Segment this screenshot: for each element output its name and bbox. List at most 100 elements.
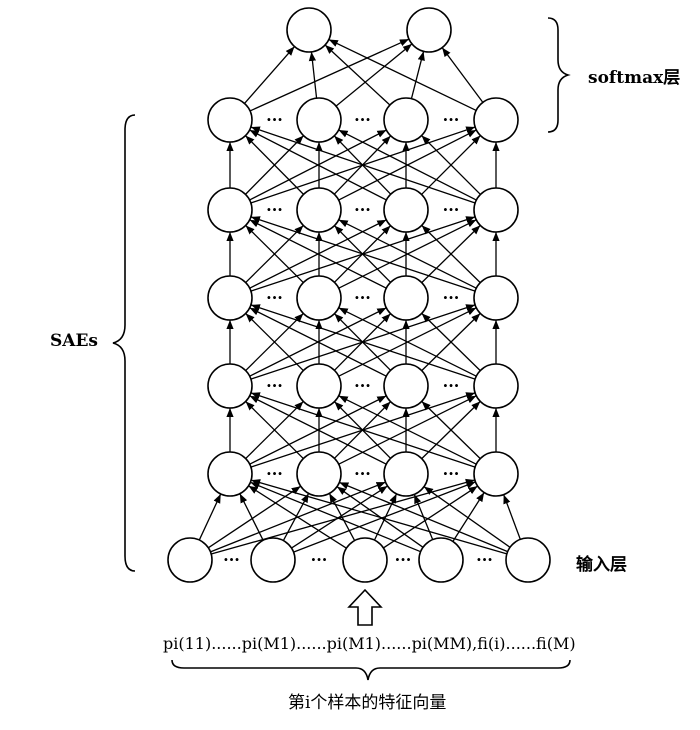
- connection-arrow: [282, 493, 310, 541]
- hidden-3-neuron: [207, 275, 253, 321]
- hidden-5-neuron: [383, 97, 429, 143]
- hidden-3-neuron: [473, 275, 519, 321]
- connection-arrow: [373, 493, 398, 541]
- hidden-4-neuron: [383, 187, 429, 233]
- neurons: [167, 7, 551, 583]
- ellipsis-dots: ···: [354, 288, 371, 307]
- ellipsis-dots: ···: [443, 200, 460, 219]
- connection-arrow: [244, 46, 295, 104]
- connection-arrow: [452, 492, 485, 542]
- ellipsis-dots: ···: [443, 464, 460, 483]
- connection-arrow: [250, 304, 476, 380]
- connection-arrow: [421, 224, 481, 284]
- ellipsis-dots: ···: [266, 288, 283, 307]
- connection-arrow: [249, 38, 410, 112]
- hidden-1-neuron: [473, 451, 519, 497]
- connection-arrow: [339, 481, 508, 553]
- connection-arrow: [423, 486, 511, 548]
- input-neuron: [418, 537, 464, 583]
- hidden-1-neuron: [383, 451, 429, 497]
- input-neuron: [250, 537, 296, 583]
- ellipsis-dots: ···: [354, 376, 371, 395]
- connection-arrow: [250, 479, 508, 555]
- connection-arrow: [441, 47, 484, 103]
- connection-arrow: [249, 307, 387, 377]
- connection-arrow: [239, 493, 264, 541]
- connection-arrow: [324, 44, 391, 106]
- ellipsis-dots: ···: [354, 110, 371, 129]
- ellipsis-dots: ···: [354, 464, 371, 483]
- hidden-4-neuron: [207, 187, 253, 233]
- connection-arrow: [421, 400, 481, 460]
- connection-arrow: [250, 216, 476, 292]
- connection-arrow: [245, 135, 304, 195]
- connection-arrow: [250, 126, 476, 204]
- output-neuron: [406, 7, 452, 53]
- connection-arrow: [410, 51, 425, 99]
- input-neuron: [167, 537, 213, 583]
- feature-sequence: pi(11)......pi(M1)......pi(M1)......pi(M…: [163, 634, 576, 653]
- connection-arrow: [328, 493, 356, 541]
- hidden-3-neuron: [383, 275, 429, 321]
- connection-arrow: [249, 129, 387, 201]
- input-layer-label: 输入层: [576, 555, 627, 575]
- hidden-1-neuron: [207, 451, 253, 497]
- ellipses: ··· ··· ··· ··· ··· ··· ··· ··· ··· ··· ··· ··· ··· ·…: [223, 110, 493, 569]
- connection-arrow: [293, 481, 476, 553]
- connection-arrow: [245, 313, 304, 371]
- hidden-2-neuron: [383, 363, 429, 409]
- connection-arrow: [207, 485, 302, 549]
- connection-arrow: [338, 129, 477, 201]
- ellipsis-dots: ···: [223, 550, 240, 569]
- ellipsis-dots: ···: [311, 550, 328, 569]
- ellipsis-dots: ···: [395, 550, 412, 569]
- ellipsis-dots: ···: [354, 200, 371, 219]
- connection-arrow: [503, 494, 521, 540]
- hidden-4-neuron: [296, 187, 342, 233]
- softmax-layer-label: softmax层: [588, 68, 681, 88]
- ellipsis-dots: ···: [266, 464, 283, 483]
- softmax-brace: [547, 17, 571, 133]
- hidden-4-neuron: [473, 187, 519, 233]
- ellipsis-dots: ···: [476, 550, 493, 569]
- hidden-5-neuron: [207, 97, 253, 143]
- hidden-1-neuron: [296, 451, 342, 497]
- hidden-2-neuron: [207, 363, 253, 409]
- saes-brace: [112, 114, 136, 572]
- connection-arrow: [245, 225, 304, 283]
- feature-vector-caption: 第i个样本的特征向量: [288, 693, 447, 713]
- hidden-5-neuron: [296, 97, 342, 143]
- connection-arrow: [308, 51, 318, 99]
- connection-arrow: [250, 481, 421, 553]
- feature-brace: [171, 659, 571, 681]
- connection-arrow: [338, 395, 477, 465]
- connection-arrow: [338, 307, 477, 377]
- connection-arrow: [335, 43, 413, 107]
- saes-label: SAEs: [50, 331, 98, 351]
- connection-arrow: [421, 135, 481, 195]
- connection-arrow: [328, 38, 477, 112]
- ellipsis-dots: ···: [443, 376, 460, 395]
- connections: [198, 38, 521, 555]
- hidden-3-neuron: [296, 275, 342, 321]
- hidden-5-neuron: [473, 97, 519, 143]
- ellipsis-dots: ···: [443, 288, 460, 307]
- input-arrow-icon: [347, 588, 383, 626]
- connection-arrow: [421, 312, 481, 372]
- ellipsis-dots: ···: [443, 110, 460, 129]
- connection-arrow: [249, 395, 387, 465]
- output-neuron: [286, 7, 332, 53]
- connection-arrow: [245, 401, 304, 459]
- connection-arrow: [250, 392, 476, 468]
- ellipsis-dots: ···: [266, 110, 283, 129]
- connection-arrow: [198, 493, 222, 541]
- connection-arrow: [338, 219, 477, 289]
- ellipsis-dots: ···: [266, 376, 283, 395]
- ellipsis-dots: ···: [266, 200, 283, 219]
- input-neuron: [505, 537, 551, 583]
- connection-arrow: [248, 485, 347, 549]
- connection-arrow: [249, 219, 387, 289]
- input-neuron: [342, 537, 388, 583]
- connection-arrow: [383, 485, 478, 549]
